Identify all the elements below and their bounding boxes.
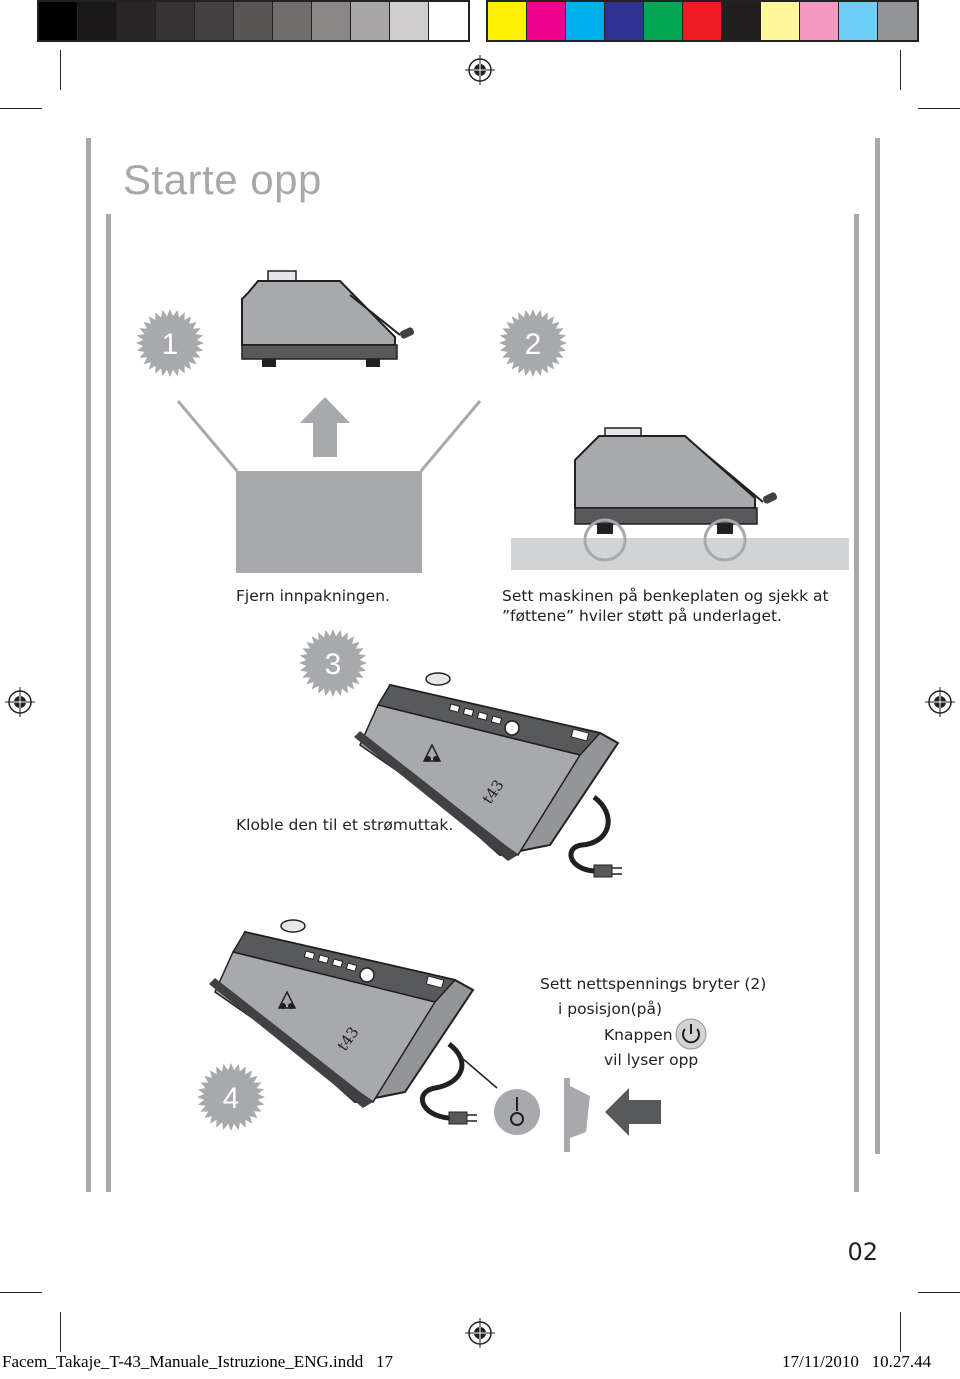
color-swatch (351, 2, 390, 40)
arrow-up-icon (300, 397, 350, 457)
footer-date: 17/11/2010 10.27.44 (782, 1352, 932, 1371)
step-number: 3 (325, 648, 342, 681)
left-inner-line (106, 214, 111, 1192)
right-margin-line (875, 138, 880, 1154)
step-number: 1 (162, 328, 179, 361)
color-swatch (195, 2, 234, 40)
color-swatch (234, 2, 273, 40)
toggle-switch-icon (494, 1089, 540, 1135)
unboxing-illustration (176, 270, 482, 573)
crop-mark (900, 50, 901, 90)
color-swatch (390, 2, 429, 40)
power-plug (448, 1111, 468, 1125)
step-3-caption: Kloble den til et strømuttak. (236, 816, 454, 834)
left-margin-line (86, 138, 91, 1192)
registration-mark-icon (465, 1318, 495, 1348)
step-4-caption-line3: Knappen (604, 1026, 673, 1044)
crop-mark (0, 108, 42, 109)
color-swatch (644, 2, 683, 40)
machine-side-view (241, 270, 415, 367)
color-swatch (156, 2, 195, 40)
registration-mark-icon (5, 687, 35, 717)
color-swatch (839, 2, 878, 40)
color-swatch (117, 2, 156, 40)
power-cord (420, 1042, 465, 1121)
registration-mark-icon (925, 687, 955, 717)
step-3-burst: 3 (299, 629, 367, 697)
color-swatch (429, 2, 468, 40)
color-swatch (761, 2, 800, 40)
color-swatch (273, 2, 312, 40)
countertop-illustration (511, 427, 849, 570)
power-on-illustration: t43 (209, 919, 498, 1125)
crop-mark (60, 50, 61, 90)
machine-front-view: t43 (354, 672, 620, 861)
crop-mark (60, 1312, 61, 1352)
color-swatch (312, 2, 351, 40)
plug-in-illustration: t43 (354, 672, 622, 878)
crop-mark (918, 1292, 960, 1293)
color-swatch (78, 2, 117, 40)
step-number: 2 (525, 328, 542, 361)
power-cord (568, 795, 611, 874)
foot-highlight (583, 518, 627, 562)
color-swatch (722, 2, 761, 40)
step-number: 4 (223, 1082, 240, 1115)
color-swatch (800, 2, 839, 40)
power-icon (675, 1018, 707, 1050)
step-4-caption-line1: Sett nettspennings bryter (2) (540, 975, 767, 993)
power-plug (593, 864, 613, 878)
machine-front-view: t43 (209, 919, 475, 1108)
arrow-left-icon (605, 1088, 661, 1136)
machine-side-view (574, 427, 778, 534)
switch-side-profile (564, 1078, 590, 1152)
color-swatch (683, 2, 722, 40)
color-swatch-bar (486, 0, 919, 42)
color-swatch (878, 2, 917, 40)
crop-mark (900, 1312, 901, 1352)
gray-swatch-bar (37, 0, 470, 42)
logo-mark (422, 743, 442, 762)
color-swatch (488, 2, 527, 40)
pointer-line (454, 1051, 498, 1089)
registration-mark-icon (465, 55, 495, 85)
page-title: Starte opp (123, 156, 322, 203)
step-4-burst: 4 (197, 1063, 265, 1131)
step-2-burst: 2 (499, 309, 567, 377)
step-4-caption-line4: vil lyser opp (604, 1051, 699, 1069)
right-inner-line (854, 214, 859, 1192)
control-buttons (303, 950, 445, 989)
step-2-caption-line1: Sett maskinen på benkeplaten og sjekk at (502, 587, 829, 605)
color-swatch (39, 2, 78, 40)
footer-filename: Facem_Takaje_T-43_Manuale_Istruzione_ENG… (2, 1352, 393, 1371)
color-swatch (527, 2, 566, 40)
logo-mark (277, 990, 297, 1009)
crop-mark (0, 1292, 42, 1293)
control-buttons (448, 703, 590, 742)
page-number: 02 (847, 1238, 878, 1266)
crop-mark (918, 108, 960, 109)
foot-highlight (703, 518, 747, 562)
step-1-burst: 1 (136, 309, 204, 377)
color-swatch (605, 2, 644, 40)
step-1-caption: Fjern innpakningen. (236, 587, 390, 605)
step-4-caption-line2: i posisjon(på) (558, 1000, 663, 1018)
step-2-caption-line2: ”føttene” hviler støtt på underlaget. (502, 607, 782, 625)
color-swatch (566, 2, 605, 40)
